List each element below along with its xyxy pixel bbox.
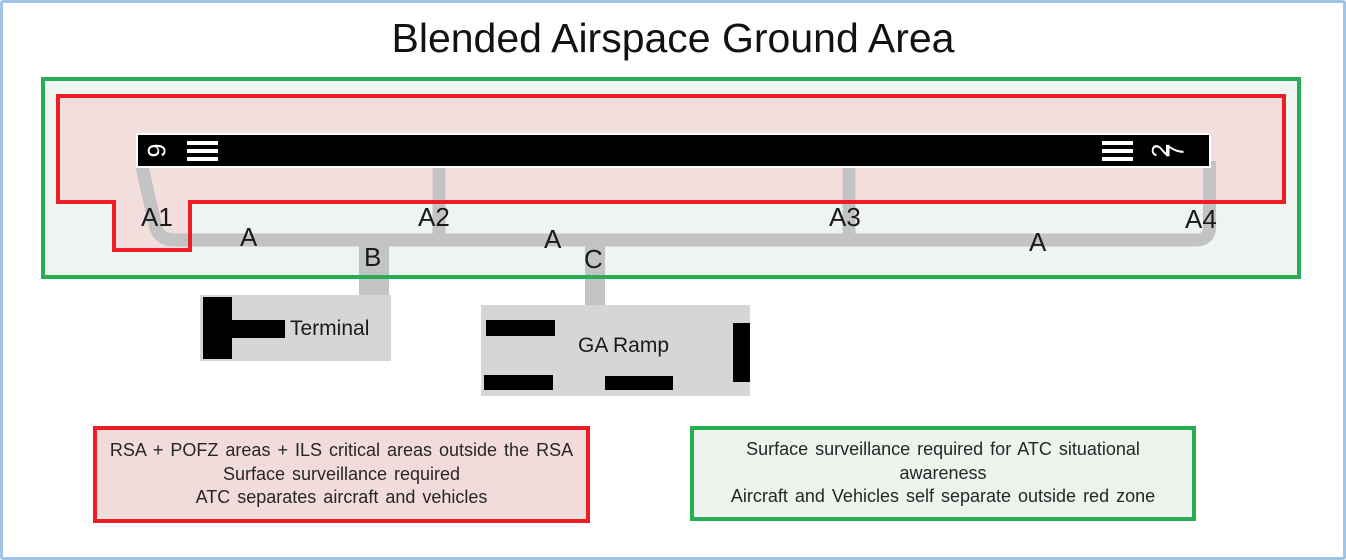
label-taxiway-a2: A2 [418,202,450,232]
label-taxiway-a-west: A [240,222,258,252]
legend-red-zone: RSA + POFZ areas + ILS critical areas ou… [93,426,590,523]
terminal-building-shape [203,297,232,359]
label-taxiway-a1: A1 [141,202,173,232]
runway-threshold-stripes-left-icon [186,140,218,161]
runway-number-27: 2 7 [1148,138,1190,163]
terminal-label: Terminal [290,317,370,340]
page-title: Blended Airspace Ground Area [391,15,955,61]
legend-red-line-1: RSA + POFZ areas + ILS critical areas ou… [109,440,574,461]
terminal-apron: Terminal [200,295,391,361]
taxiway-a [135,161,1216,247]
runway-end-9: 9 [143,138,218,163]
runway-end-27: 2 7 [1102,138,1190,163]
ga-ramp-label: GA Ramp [578,334,670,357]
label-taxiway-a3: A3 [829,202,861,232]
terminal-building-shape-arm [232,320,285,338]
legend-green-line-2: awareness [899,462,987,483]
legend-green-line-3: Aircraft and Vehicles self separate outs… [730,486,1156,507]
runway-number-9: 9 [143,143,172,158]
runway-threshold-stripes-right-icon [1102,140,1134,161]
ga-ramp-building-bar-3 [605,376,673,390]
red-zone-outline [56,94,1286,252]
label-taxiway-b: B [364,242,382,272]
label-taxiway-a4: A4 [1185,204,1217,234]
label-taxiway-c: C [584,244,603,274]
legend-green-zone: Surface surveillance required for ATC si… [690,426,1196,521]
legend-red-line-2: Surface surveillance required [222,463,461,484]
runway: 9 2 7 [136,133,1211,168]
green-zone-outline [41,77,1301,279]
label-taxiway-a-center: A [544,224,562,254]
legend-red-line-3: ATC separates aircraft and vehicles [195,487,488,508]
label-taxiway-a-east: A [1029,227,1047,257]
ga-ramp-building-bar-1 [486,320,555,336]
ga-ramp-building-bar-2 [484,375,553,390]
runway-number-27-digit-7: 7 [1161,143,1190,158]
legend-green-line-1: Surface surveillance required for ATC si… [746,439,1140,460]
ga-ramp-apron: GA Ramp [481,305,750,396]
ga-ramp-building-bar-4 [733,323,750,382]
